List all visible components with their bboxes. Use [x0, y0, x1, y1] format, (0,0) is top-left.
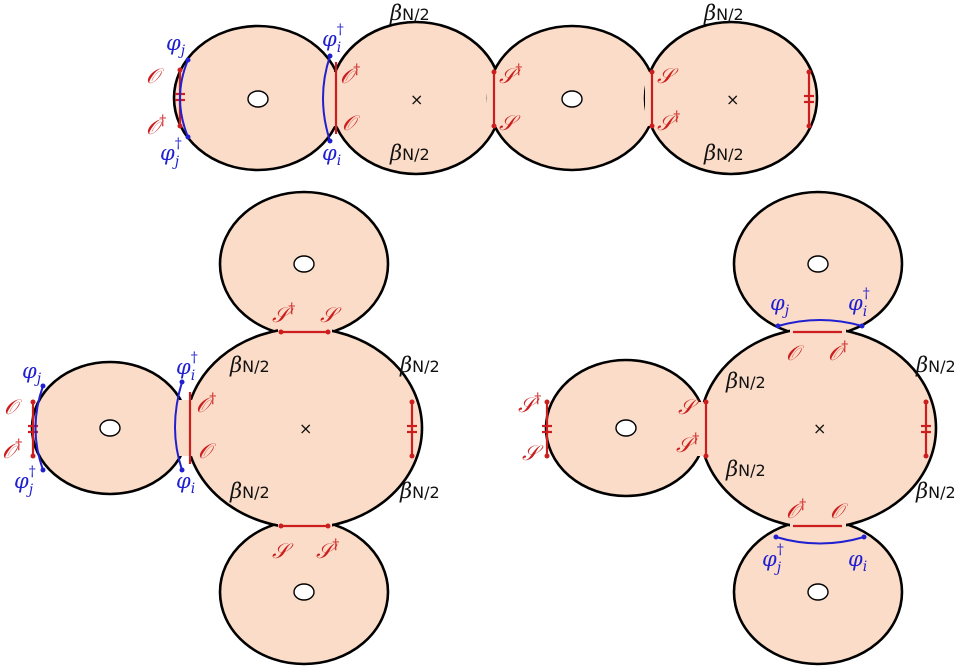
red-dot [923, 399, 929, 405]
label-phi-i: φi [176, 469, 195, 497]
phi-j-contour [34, 385, 44, 471]
blue-dot [775, 323, 781, 329]
blue-dot [40, 383, 46, 389]
bottom-left-diagram: × 𝒮† 𝒮 𝒮 𝒮† βN/2 βN/2 βN/2 βN/2 φ†i [2, 190, 440, 666]
blue-dot [179, 467, 185, 473]
blue-dot [185, 57, 191, 63]
red-dot [177, 123, 183, 129]
cross-mark: × [726, 90, 739, 109]
puncture-hole [615, 419, 637, 437]
puncture-hole [293, 255, 315, 273]
label-beta-half: βN/2 [389, 141, 430, 165]
red-dot [649, 123, 655, 129]
label-phi-j-dagger: φ†j [762, 542, 784, 576]
label-phi-i: φi [848, 547, 867, 575]
label-beta-half: βN/2 [915, 353, 956, 377]
red-dot [409, 399, 415, 405]
label-beta-half: βN/2 [389, 1, 430, 25]
puncture-hole [807, 583, 829, 601]
label-phi-j: φj [166, 31, 186, 59]
label-phi-i: φi [322, 141, 341, 169]
seam-fill [176, 400, 200, 456]
puncture-hole [561, 90, 583, 108]
seam-fill [278, 322, 332, 338]
label-O-dagger: 𝒪† [2, 437, 22, 463]
puncture-hole [807, 255, 829, 273]
red-dot [325, 523, 331, 529]
red-dot [703, 399, 709, 405]
bottom-right-diagram: × φj φ†i 𝒪 𝒪† 𝒪† 𝒪 φ†j φi βN/2 βN/2 βN/ [518, 190, 956, 666]
red-dot [703, 453, 709, 459]
blue-dot [40, 467, 46, 473]
label-O: 𝒪 [4, 395, 22, 419]
top-chain: × × φj 𝒪 𝒪† φ†j φ†i [146, 1, 819, 176]
label-S-dagger: 𝒮† [518, 391, 541, 417]
label-phi-j: φj [22, 359, 42, 387]
label-beta-half: βN/2 [703, 1, 744, 25]
red-dot [806, 69, 812, 75]
label-beta-half: βN/2 [399, 479, 440, 503]
cross-mark: × [813, 419, 826, 438]
red-dot [923, 453, 929, 459]
label-beta-half: βN/2 [703, 141, 744, 165]
red-dot [177, 67, 183, 73]
blue-dot [859, 323, 865, 329]
label-phi-i-dagger: φ†i [176, 350, 198, 384]
label-O: 𝒪 [146, 64, 164, 88]
red-dot [491, 69, 497, 75]
label-phi-j-dagger: φ†j [160, 136, 182, 170]
red-dot [278, 329, 284, 335]
label-beta-half: βN/2 [399, 353, 440, 377]
label-beta-half: βN/2 [915, 479, 956, 503]
label-O-dagger: 𝒪† [146, 113, 166, 139]
puncture-hole [247, 90, 269, 108]
red-dot [30, 399, 36, 405]
phi-i-contour [174, 381, 183, 471]
label-beta-half: βN/2 [229, 353, 270, 377]
puncture-hole [293, 583, 315, 601]
cross-mark: × [410, 90, 423, 109]
cross-mark: × [299, 419, 312, 438]
label-phi-j: φj [770, 291, 790, 319]
red-dot [806, 123, 812, 129]
red-dot [30, 453, 36, 459]
red-dot [544, 453, 550, 459]
phi-i-contour [775, 536, 865, 545]
blue-dot [185, 134, 191, 140]
label-phi-j-dagger: φ†j [14, 464, 36, 498]
label-phi-i-dagger: φ†i [848, 286, 870, 320]
label-beta-half: βN/2 [725, 457, 766, 481]
red-dot [409, 453, 415, 459]
red-dot [325, 329, 331, 335]
blue-dot [327, 138, 333, 144]
puncture-hole [99, 419, 121, 437]
phi-j-contour [179, 59, 189, 138]
red-dot [544, 399, 550, 405]
red-dot [278, 523, 284, 529]
blue-dot [327, 53, 333, 59]
phi-j-contour [777, 319, 863, 327]
label-beta-half: βN/2 [229, 479, 270, 503]
label-S: 𝒮 [522, 441, 544, 465]
seam-fill [790, 322, 846, 338]
label-beta-half: βN/2 [725, 369, 766, 393]
phi-i-contour [322, 55, 331, 142]
blue-dot [179, 379, 185, 385]
blue-dot [773, 534, 779, 540]
red-dot [649, 69, 655, 75]
blue-dot [861, 534, 867, 540]
red-dot [491, 123, 497, 129]
label-phi-i-dagger: φ†i [322, 22, 344, 56]
